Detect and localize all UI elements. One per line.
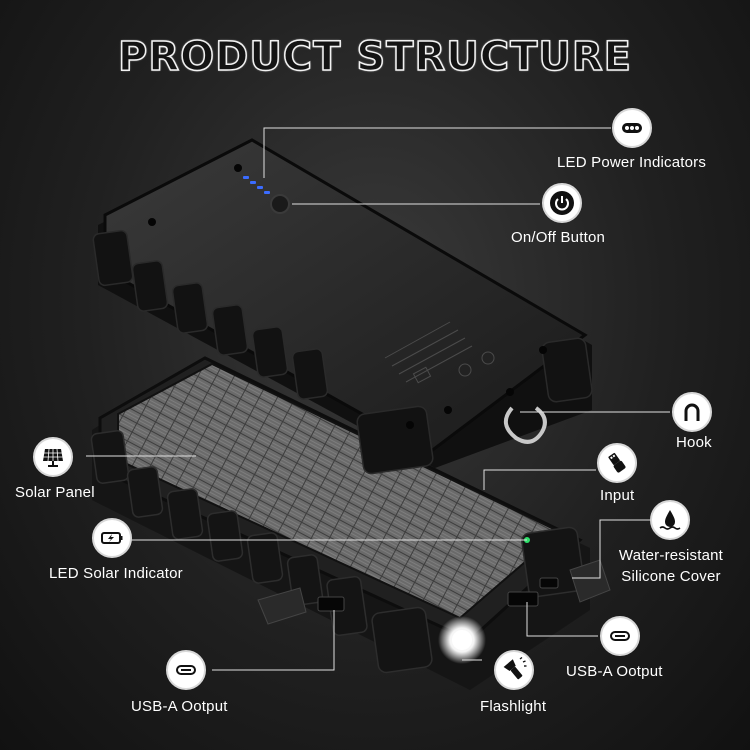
solar-panel-icon xyxy=(33,437,73,477)
battery-charge-icon xyxy=(92,518,132,558)
led-solar-indicator-label: LED Solar Indicator xyxy=(49,565,183,582)
water-resistant-line2: Silicone Cover xyxy=(621,568,721,585)
hook-label: Hook xyxy=(676,434,712,451)
on-off-button-label: On/Off Button xyxy=(511,229,606,246)
battery-unit xyxy=(92,138,593,475)
usb-plug-icon xyxy=(597,443,637,483)
water-resistant-label: Water-resistant Silicone Cover xyxy=(610,545,732,587)
flashlight-icon xyxy=(494,650,534,690)
led-power-indicators-label: LED Power Indicators xyxy=(557,154,707,171)
hook-icon xyxy=(672,392,712,432)
power-icon xyxy=(542,183,582,223)
page-title: PRODUCT STRUCTURE xyxy=(117,33,632,81)
water-resistant-line1: Water-resistant xyxy=(618,547,724,564)
usb-a-output-right-label: USB-A Ootput xyxy=(566,663,663,680)
dots-icon xyxy=(612,108,652,148)
usb-port-icon-left xyxy=(166,650,206,690)
usb-port-icon xyxy=(600,616,640,656)
input-label: Input xyxy=(600,487,635,504)
water-drop-icon xyxy=(650,500,690,540)
usb-a-output-left-label: USB-A Ootput xyxy=(131,698,228,715)
flashlight-label: Flashlight xyxy=(480,698,547,715)
solar-unit xyxy=(90,356,611,690)
solar-panel-label: Solar Panel xyxy=(15,484,95,501)
